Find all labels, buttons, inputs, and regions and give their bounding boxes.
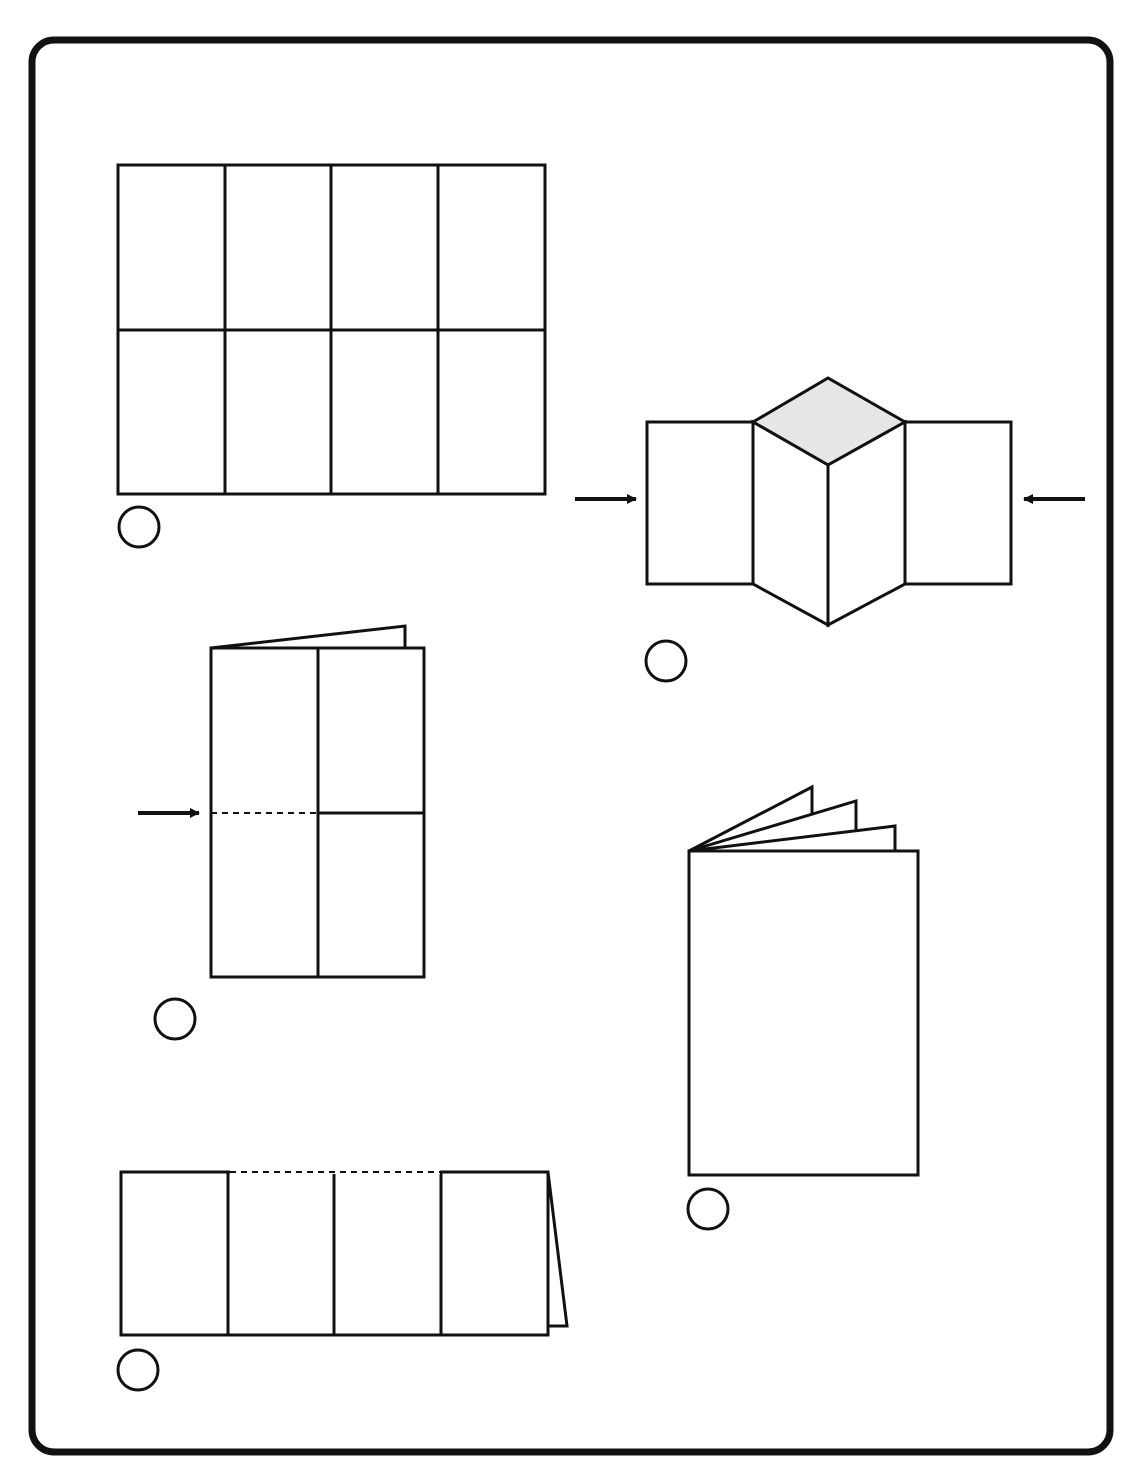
step-folded-strip <box>119 1170 569 1337</box>
step-folded-half <box>209 624 426 979</box>
step-marker-circle[interactable] <box>117 505 161 549</box>
left-flap <box>645 420 755 586</box>
right-center-face <box>826 419 907 628</box>
step-finished-booklet <box>687 784 920 1177</box>
step-push-center <box>645 376 1013 628</box>
step-marker-circle[interactable] <box>116 1348 160 1392</box>
step-flat-sheet <box>116 163 547 496</box>
page-border <box>28 36 1114 1456</box>
booklet-cover <box>687 849 920 1177</box>
back-page <box>210 624 407 650</box>
back-strip-edge <box>546 1171 569 1328</box>
step-marker-circle[interactable] <box>686 1187 730 1231</box>
step-marker-circle[interactable] <box>153 997 197 1041</box>
step-marker-circle[interactable] <box>644 639 688 683</box>
right-flap <box>903 420 1013 586</box>
